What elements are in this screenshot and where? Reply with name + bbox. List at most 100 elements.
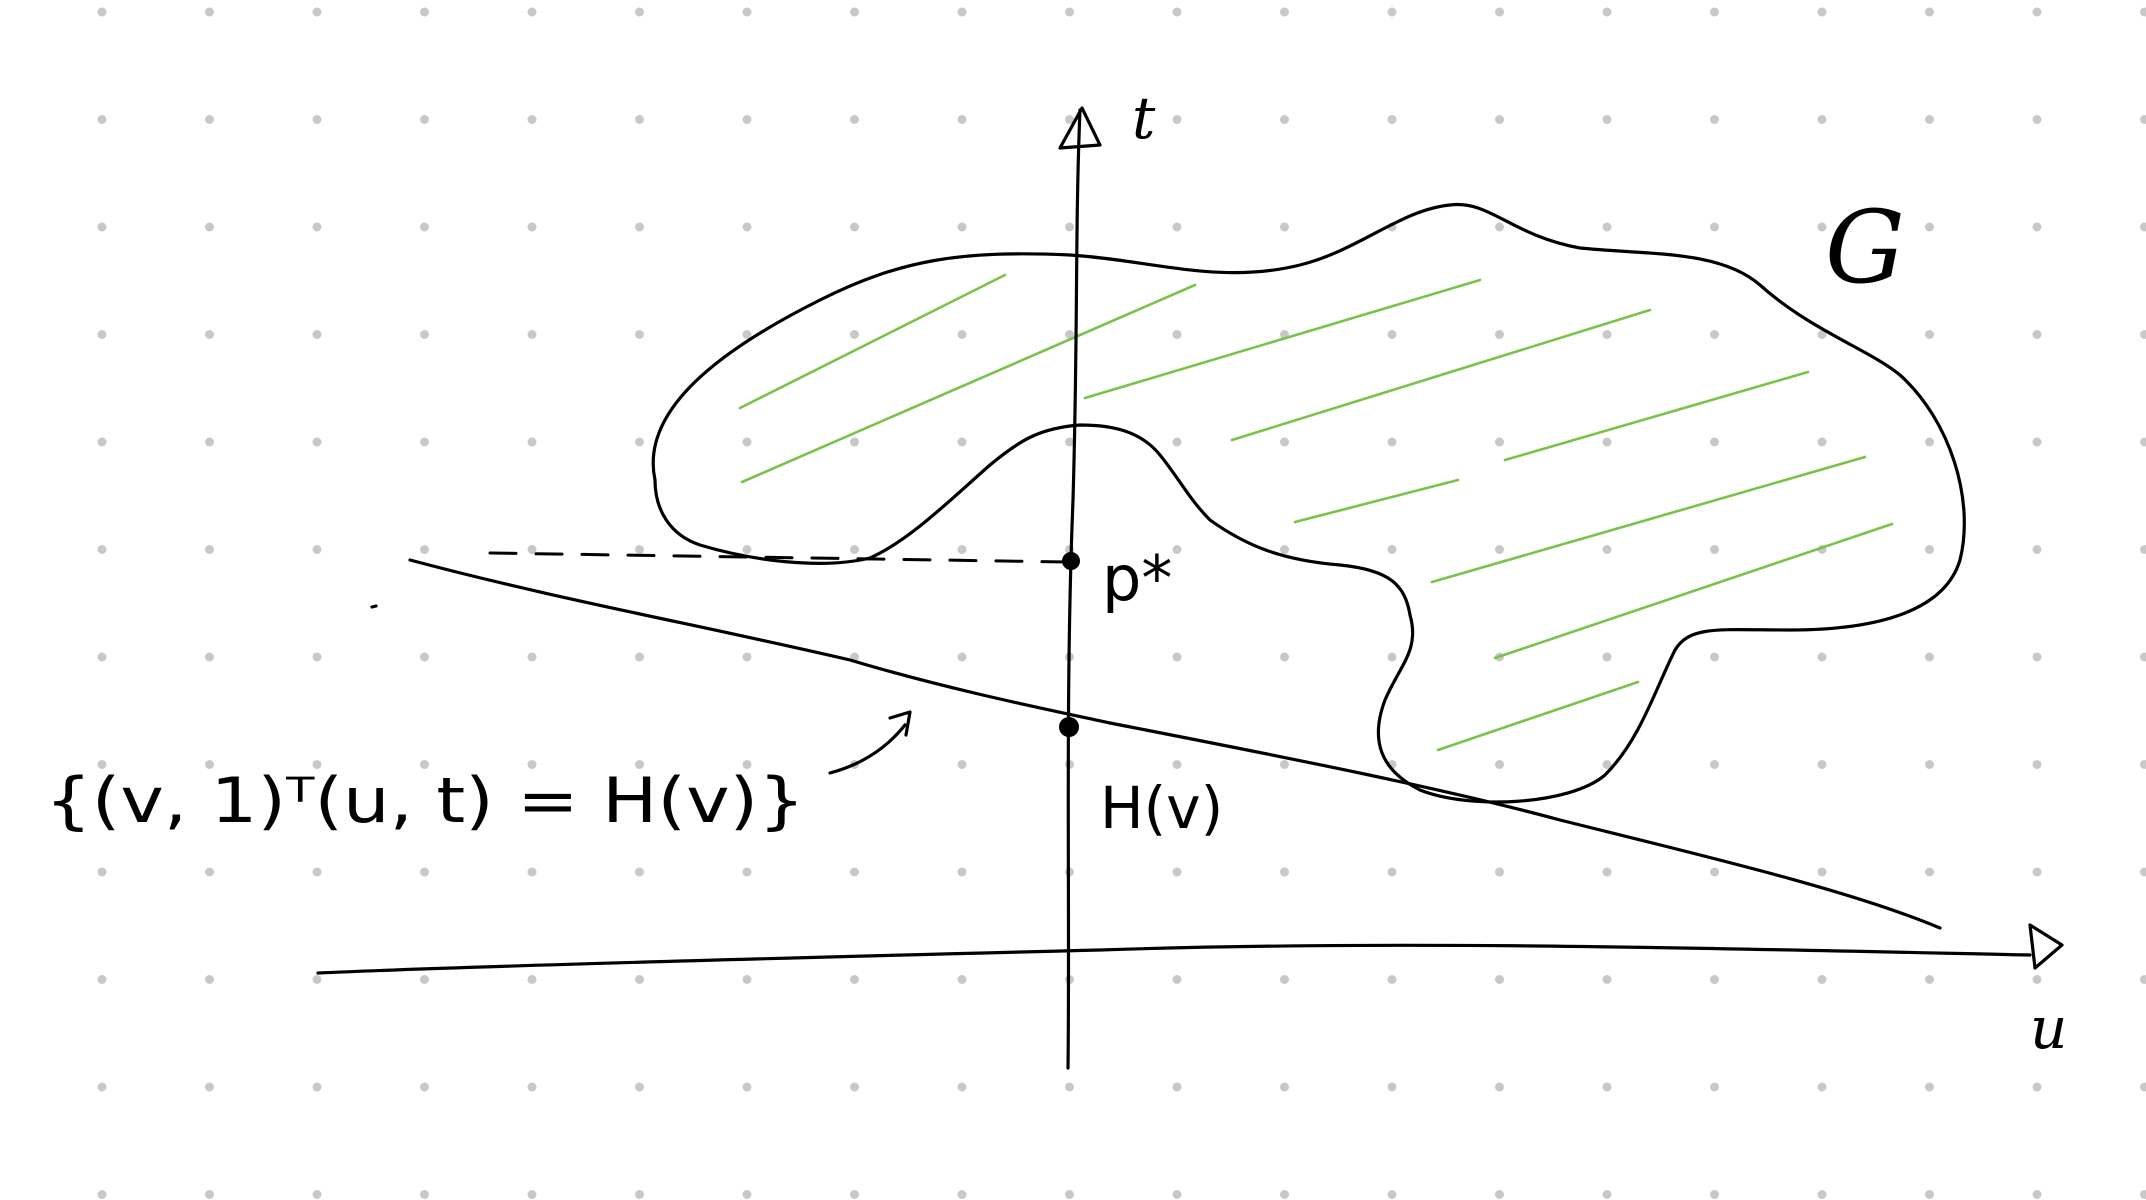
grid-dot	[635, 652, 644, 662]
grid-dot	[97, 652, 107, 662]
grid-dot	[1710, 867, 1719, 877]
grid-dot	[1495, 330, 1504, 339]
grid-dot	[742, 867, 752, 877]
grid-dot	[1495, 222, 1504, 232]
grid-dot	[1495, 1082, 1504, 1092]
dot-grid	[97, 7, 2146, 1199]
grid-dot	[97, 760, 107, 769]
grid-dot	[1065, 437, 1074, 447]
grid-dot	[420, 760, 429, 769]
grid-dot	[2140, 330, 2146, 339]
region-g-label: G	[1825, 189, 1905, 306]
grid-dot	[312, 1190, 322, 1199]
grid-dot	[1925, 437, 1934, 447]
grid-dot	[1925, 867, 1934, 877]
grid-dot	[205, 760, 214, 769]
grid-dot	[205, 330, 214, 339]
grid-dot	[850, 545, 859, 554]
grid-dot	[97, 330, 107, 339]
grid-dot	[527, 222, 537, 232]
grid-dot	[2032, 115, 2042, 124]
grid-dot	[205, 1190, 214, 1199]
grid-dot	[1602, 1082, 1612, 1092]
grid-dot	[1387, 330, 1397, 339]
grid-dot	[1172, 115, 1182, 124]
grid-dot	[742, 437, 752, 447]
p-star-dashed-line	[488, 551, 1070, 564]
grid-dot	[850, 115, 859, 124]
p-star-label: p*	[1102, 542, 1172, 615]
grid-dot	[420, 7, 429, 17]
grid-dot	[957, 115, 967, 124]
grid-dot	[635, 760, 644, 769]
grid-dot	[1495, 545, 1504, 554]
grid-dot	[1925, 1190, 1934, 1199]
grid-dot	[957, 222, 967, 232]
grid-dot	[1172, 1082, 1182, 1092]
grid-dot	[2032, 437, 2042, 447]
grid-dot	[1172, 222, 1182, 232]
grid-dot	[205, 545, 214, 554]
grid-dot	[1495, 7, 1504, 17]
grid-dot	[635, 222, 644, 232]
grid-dot	[2140, 437, 2146, 447]
t-axis	[1066, 108, 1082, 1070]
hatch-line	[1230, 308, 1652, 442]
grid-dot	[850, 222, 859, 232]
grid-dot	[1172, 652, 1182, 662]
grid-dot	[420, 1082, 429, 1092]
hyperplane-line	[408, 558, 1942, 930]
grid-dot	[1602, 1190, 1612, 1199]
grid-dot	[2032, 652, 2042, 662]
h-v-label: H(v)	[1100, 774, 1223, 842]
grid-dot	[205, 222, 214, 232]
grid-dot	[1602, 867, 1612, 877]
grid-dot	[1172, 7, 1182, 17]
grid-dot	[1817, 437, 1827, 447]
hatch-line	[1436, 680, 1640, 752]
grid-dot	[957, 1190, 967, 1199]
grid-dot	[850, 437, 859, 447]
grid-dot	[1280, 222, 1289, 232]
grid-dot	[850, 1190, 859, 1199]
hatch-line	[1083, 278, 1482, 400]
grid-dot	[1387, 115, 1397, 124]
grid-dot	[1925, 115, 1934, 124]
grid-dot	[1495, 115, 1504, 124]
grid-dot	[312, 545, 322, 554]
grid-dot	[742, 1082, 752, 1092]
grid-dot	[635, 437, 644, 447]
grid-dot	[1172, 545, 1182, 554]
u-axis	[316, 943, 2032, 975]
grid-dot	[312, 222, 322, 232]
t-axis-arrowhead	[1058, 106, 1102, 150]
grid-dot	[1280, 1082, 1289, 1092]
hatch-line	[1503, 370, 1810, 462]
grid-dot	[97, 1082, 107, 1092]
t-axis-label: t	[1132, 84, 1156, 152]
grid-dot	[1280, 545, 1289, 554]
grid-dot	[742, 7, 752, 17]
grid-dot	[1602, 652, 1612, 662]
grid-dot	[1925, 760, 1934, 769]
grid-dot	[2032, 1190, 2042, 1199]
grid-dot	[742, 222, 752, 232]
grid-dot	[1387, 1082, 1397, 1092]
grid-dot	[2032, 975, 2042, 984]
u-axis-arrowhead	[2028, 923, 2064, 970]
grid-dot	[1065, 330, 1074, 339]
grid-dot	[420, 1190, 429, 1199]
grid-dot	[850, 975, 859, 984]
grid-dot	[1710, 975, 1719, 984]
grid-dot	[1817, 115, 1827, 124]
grid-dot	[527, 545, 537, 554]
grid-dot	[527, 1082, 537, 1092]
grid-dot	[1817, 222, 1827, 232]
grid-dot	[205, 975, 214, 984]
grid-dot	[2140, 1190, 2146, 1199]
grid-dot	[97, 437, 107, 447]
grid-dot	[1602, 7, 1612, 17]
grid-dot	[742, 760, 752, 769]
grid-dot	[2140, 867, 2146, 877]
